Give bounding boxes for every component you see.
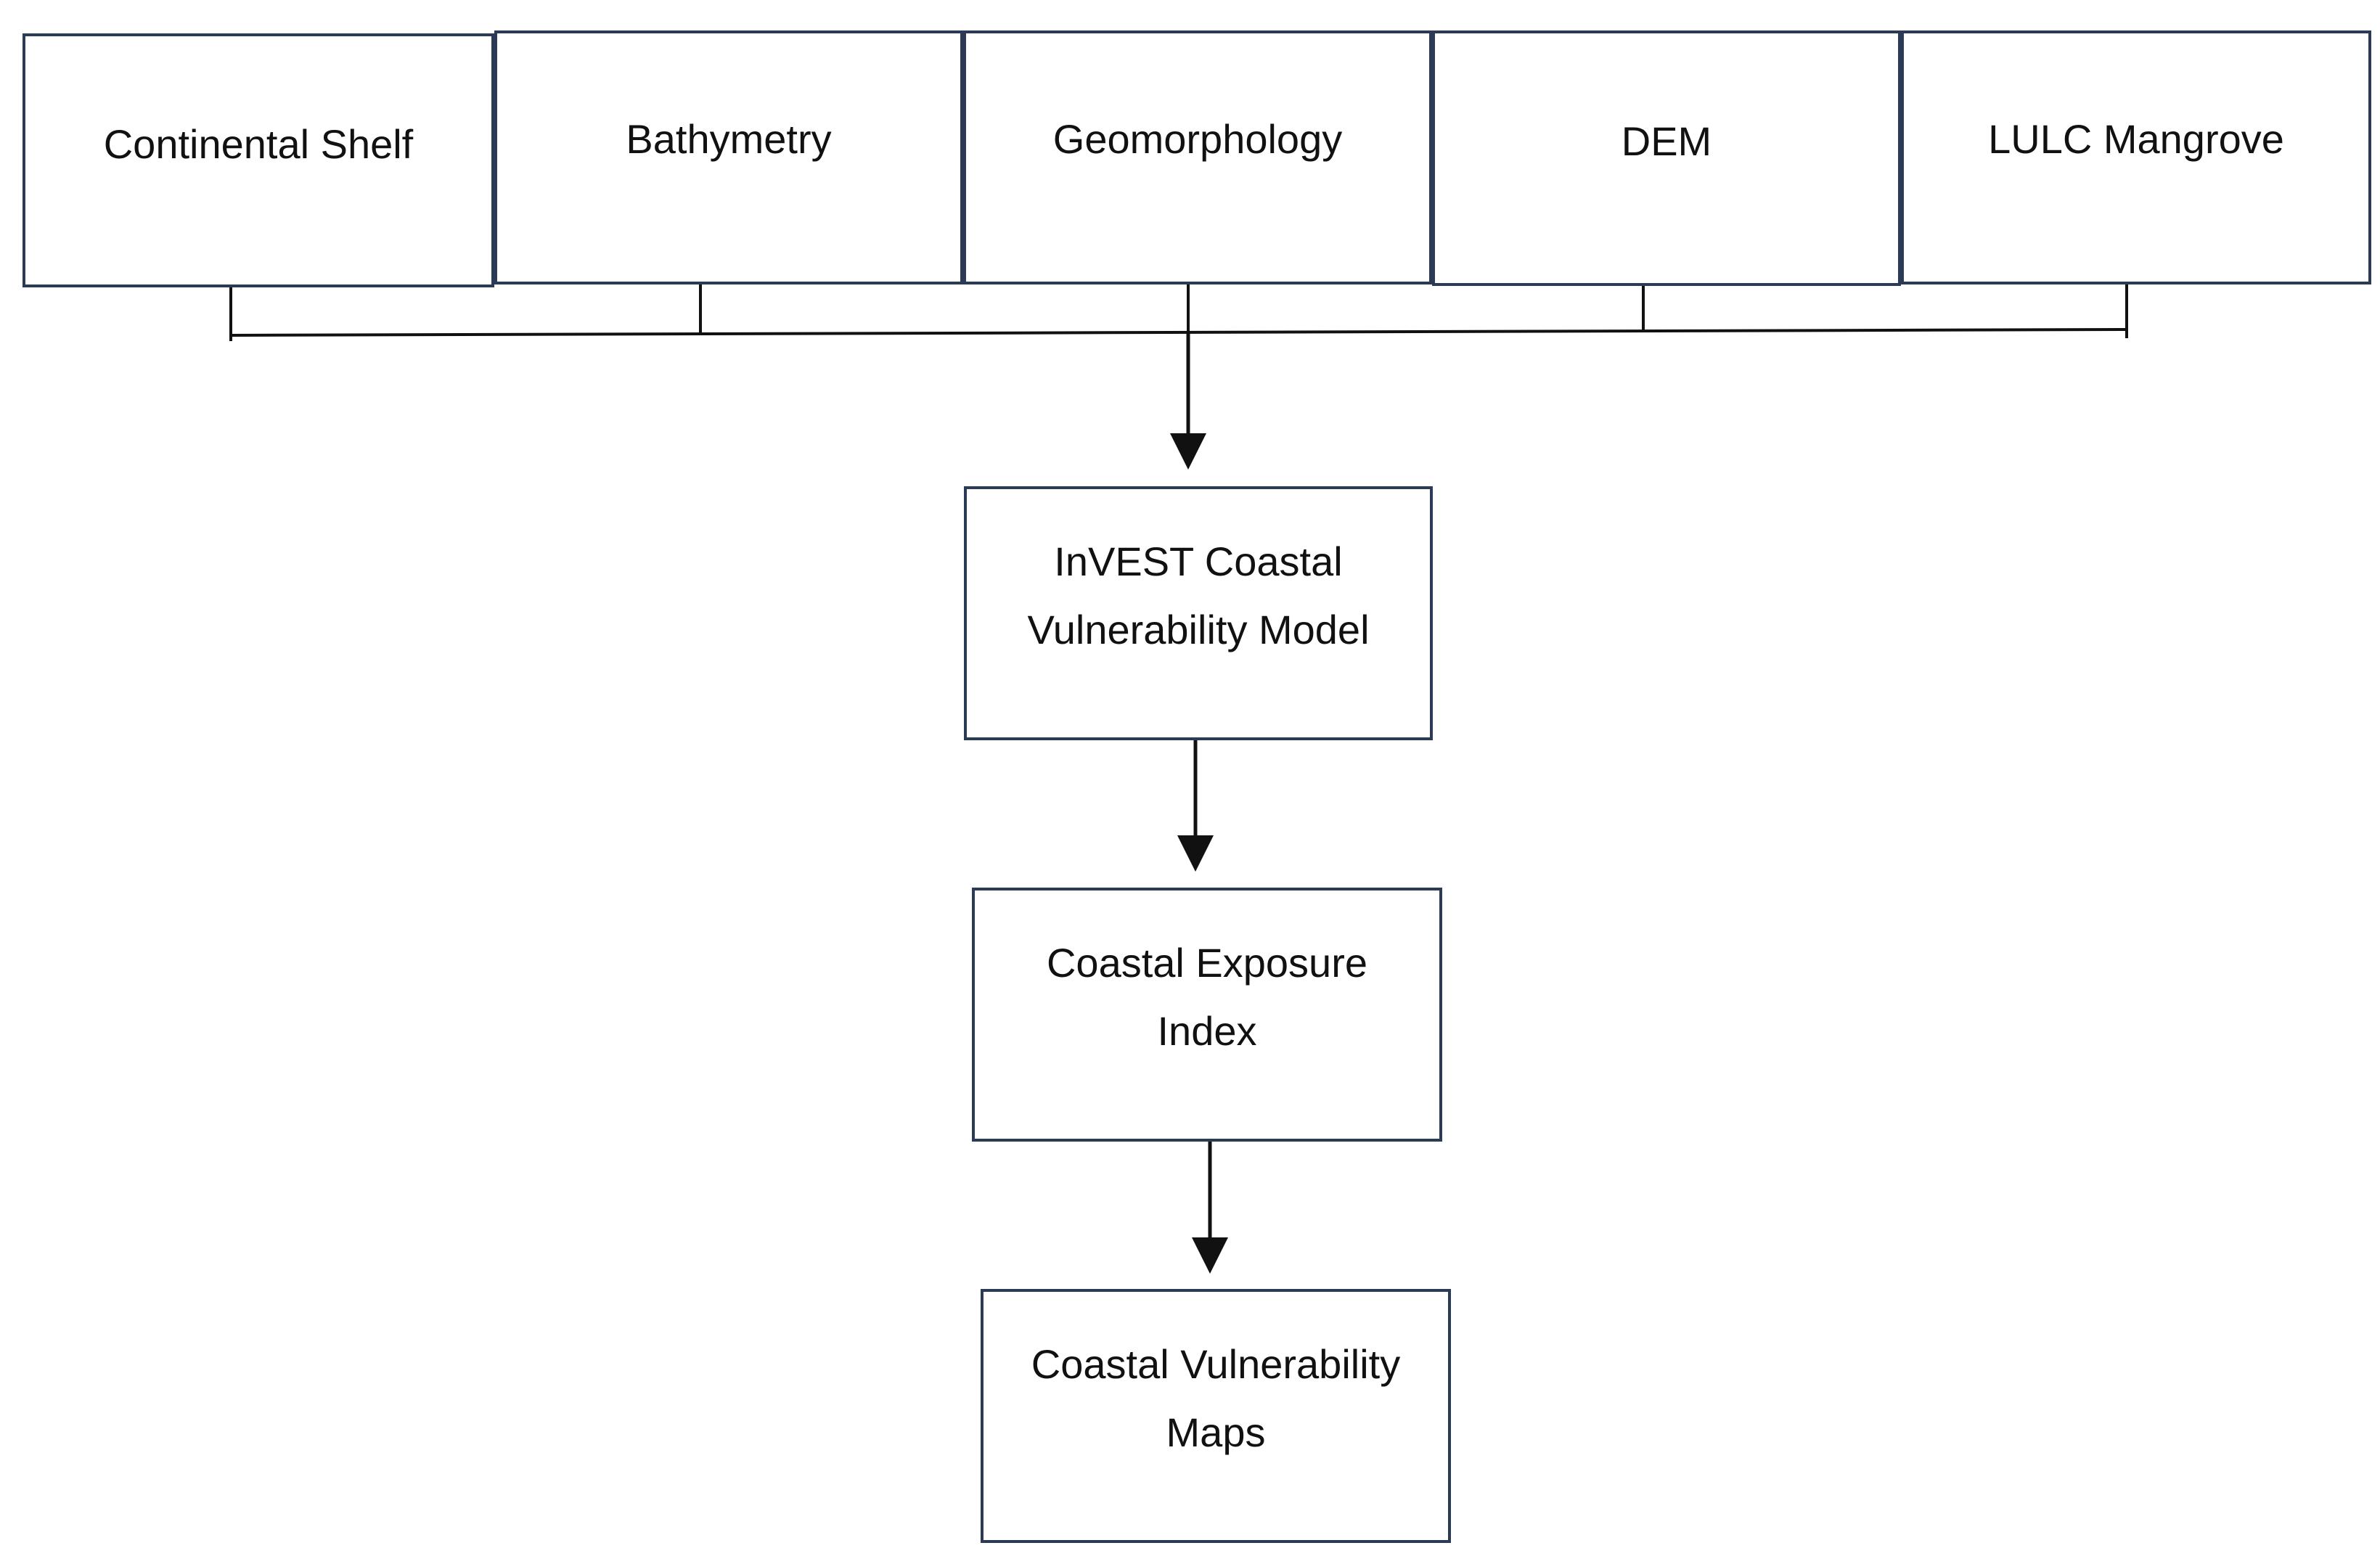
dem-box: DEM: [1432, 30, 1901, 286]
invest-model-label: InVEST Coastal Vulnerability Model: [1027, 539, 1370, 652]
lulc-mangrove-label: LULC Mangrove: [1988, 116, 2284, 162]
input-collector-line: [230, 328, 2127, 337]
bathymetry-label: Bathymetry: [626, 116, 832, 162]
dem-label: DEM: [1621, 118, 1712, 164]
bathymetry-box: Bathymetry: [494, 30, 963, 284]
continental-shelf-label: Continental Shelf: [103, 121, 414, 167]
vulnerability-maps-label: Coastal Vulnerability Maps: [1031, 1341, 1401, 1455]
geomorphology-label: Geomorphology: [1052, 116, 1343, 162]
geomorphology-box: Geomorphology: [963, 30, 1432, 284]
continental-shelf-box: Continental Shelf: [23, 33, 494, 287]
exposure-index-box: Coastal Exposure Index: [972, 888, 1442, 1142]
lulc-mangrove-box: LULC Mangrove: [1901, 30, 2371, 284]
exposure-index-label: Coastal Exposure Index: [1046, 940, 1367, 1054]
vulnerability-maps-box: Coastal Vulnerability Maps: [981, 1289, 1451, 1543]
invest-model-box: InVEST Coastal Vulnerability Model: [964, 486, 1433, 740]
